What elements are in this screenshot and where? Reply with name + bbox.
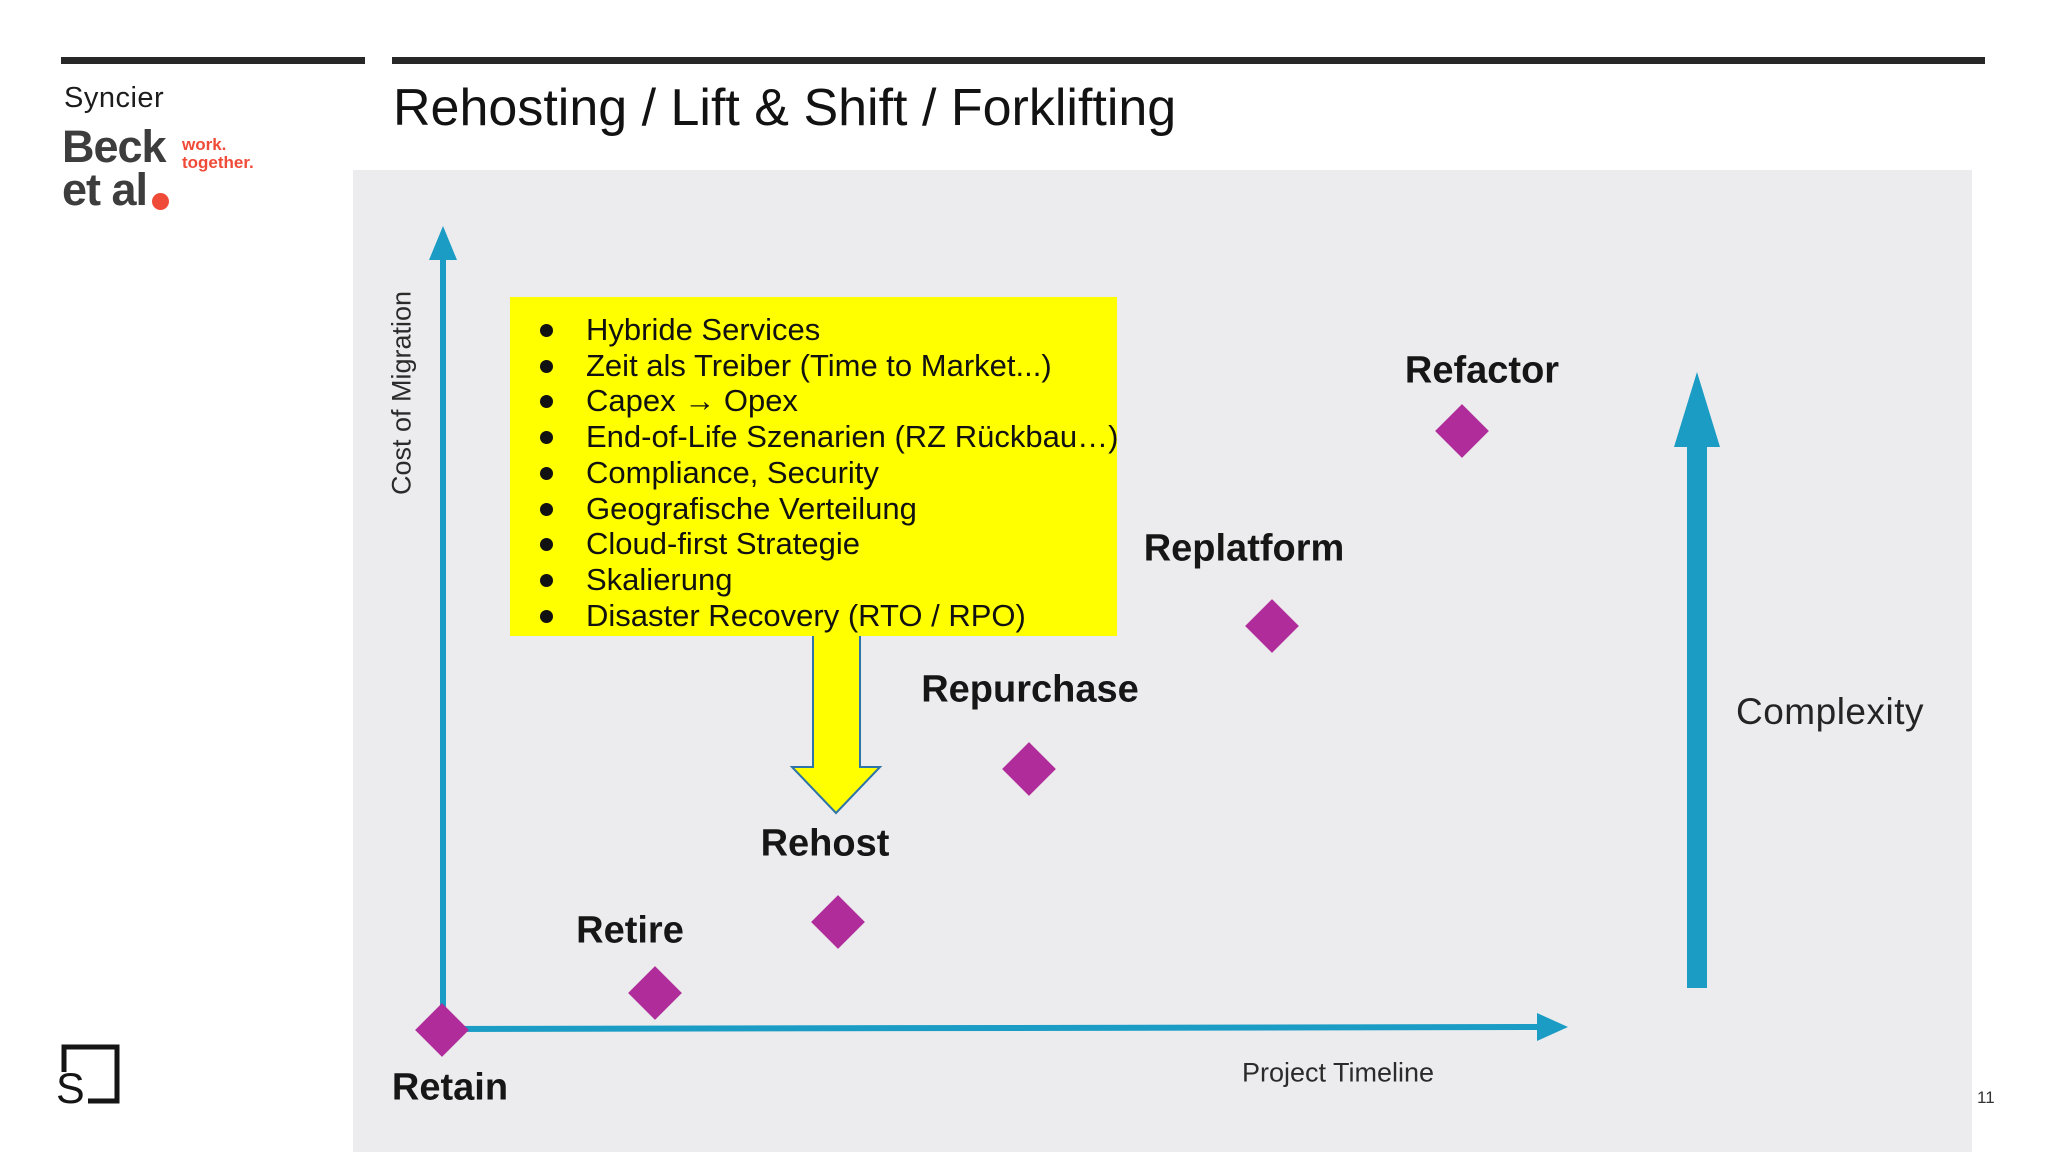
x-axis-arrow bbox=[439, 1013, 1568, 1041]
diagram-panel: Cost of Migration Project Timeline Compl… bbox=[353, 170, 1972, 1152]
complexity-arrow bbox=[1674, 372, 1720, 988]
complexity-label: Complexity bbox=[1736, 691, 1924, 732]
beck-logo-line2: et al bbox=[62, 164, 170, 215]
beck-logo-tagline: work. together. bbox=[182, 136, 254, 172]
diagram-shapes bbox=[429, 226, 1720, 1041]
callout-item: Hybride Services bbox=[536, 312, 1117, 348]
brand-text: Syncier bbox=[64, 82, 165, 114]
callout-item: Capex → Opex bbox=[536, 383, 1117, 419]
yellow-down-arrow bbox=[789, 634, 883, 815]
page-number: 11 bbox=[1977, 1088, 1995, 1107]
tagline-work: work. bbox=[182, 135, 227, 154]
retain-label: Retain bbox=[391, 1066, 509, 1109]
callout-item: Compliance, Security bbox=[536, 455, 1117, 491]
y-axis-arrow bbox=[429, 226, 457, 1032]
rehost-label: Rehost bbox=[760, 822, 890, 865]
beck-logo-line2-text: et al bbox=[62, 164, 148, 215]
beck-et-al-logo: Beck et al bbox=[62, 121, 170, 215]
replatform-label: Replatform bbox=[1143, 527, 1345, 570]
tagline-together: together. bbox=[182, 153, 254, 172]
y-axis-label: Cost of Migration bbox=[386, 290, 417, 496]
refactor-label: Refactor bbox=[1404, 349, 1560, 392]
beck-logo-line1: Beck bbox=[62, 121, 167, 172]
callout-item: Zeit als Treiber (Time to Market...) bbox=[536, 348, 1117, 384]
callout-item: Skalierung bbox=[536, 562, 1117, 598]
page-title: Rehosting / Lift & Shift / Forklifting bbox=[393, 79, 1177, 137]
repurchase-label: Repurchase bbox=[921, 668, 1139, 711]
x-axis-label: Project Timeline bbox=[1241, 1057, 1435, 1088]
retire-label: Retire bbox=[576, 909, 684, 952]
header-rule-right bbox=[392, 57, 1985, 64]
callout-item: Geografische Verteilung bbox=[536, 491, 1117, 527]
syncier-logo-letter: S bbox=[56, 1065, 85, 1108]
syncier-square-logo: S bbox=[56, 1044, 120, 1108]
callout-item: Disaster Recovery (RTO / RPO) bbox=[536, 598, 1117, 634]
callout-item: End-of-Life Szenarien (RZ Rückbau…) bbox=[536, 419, 1118, 455]
callout-list: Hybride Services Zeit als Treiber (Time … bbox=[536, 312, 1118, 634]
callout-box: Hybride Services Zeit als Treiber (Time … bbox=[510, 297, 1118, 636]
red-dot-icon bbox=[152, 193, 170, 210]
callout-item: Cloud-first Strategie bbox=[536, 526, 1117, 562]
header-rule-left bbox=[61, 57, 365, 64]
